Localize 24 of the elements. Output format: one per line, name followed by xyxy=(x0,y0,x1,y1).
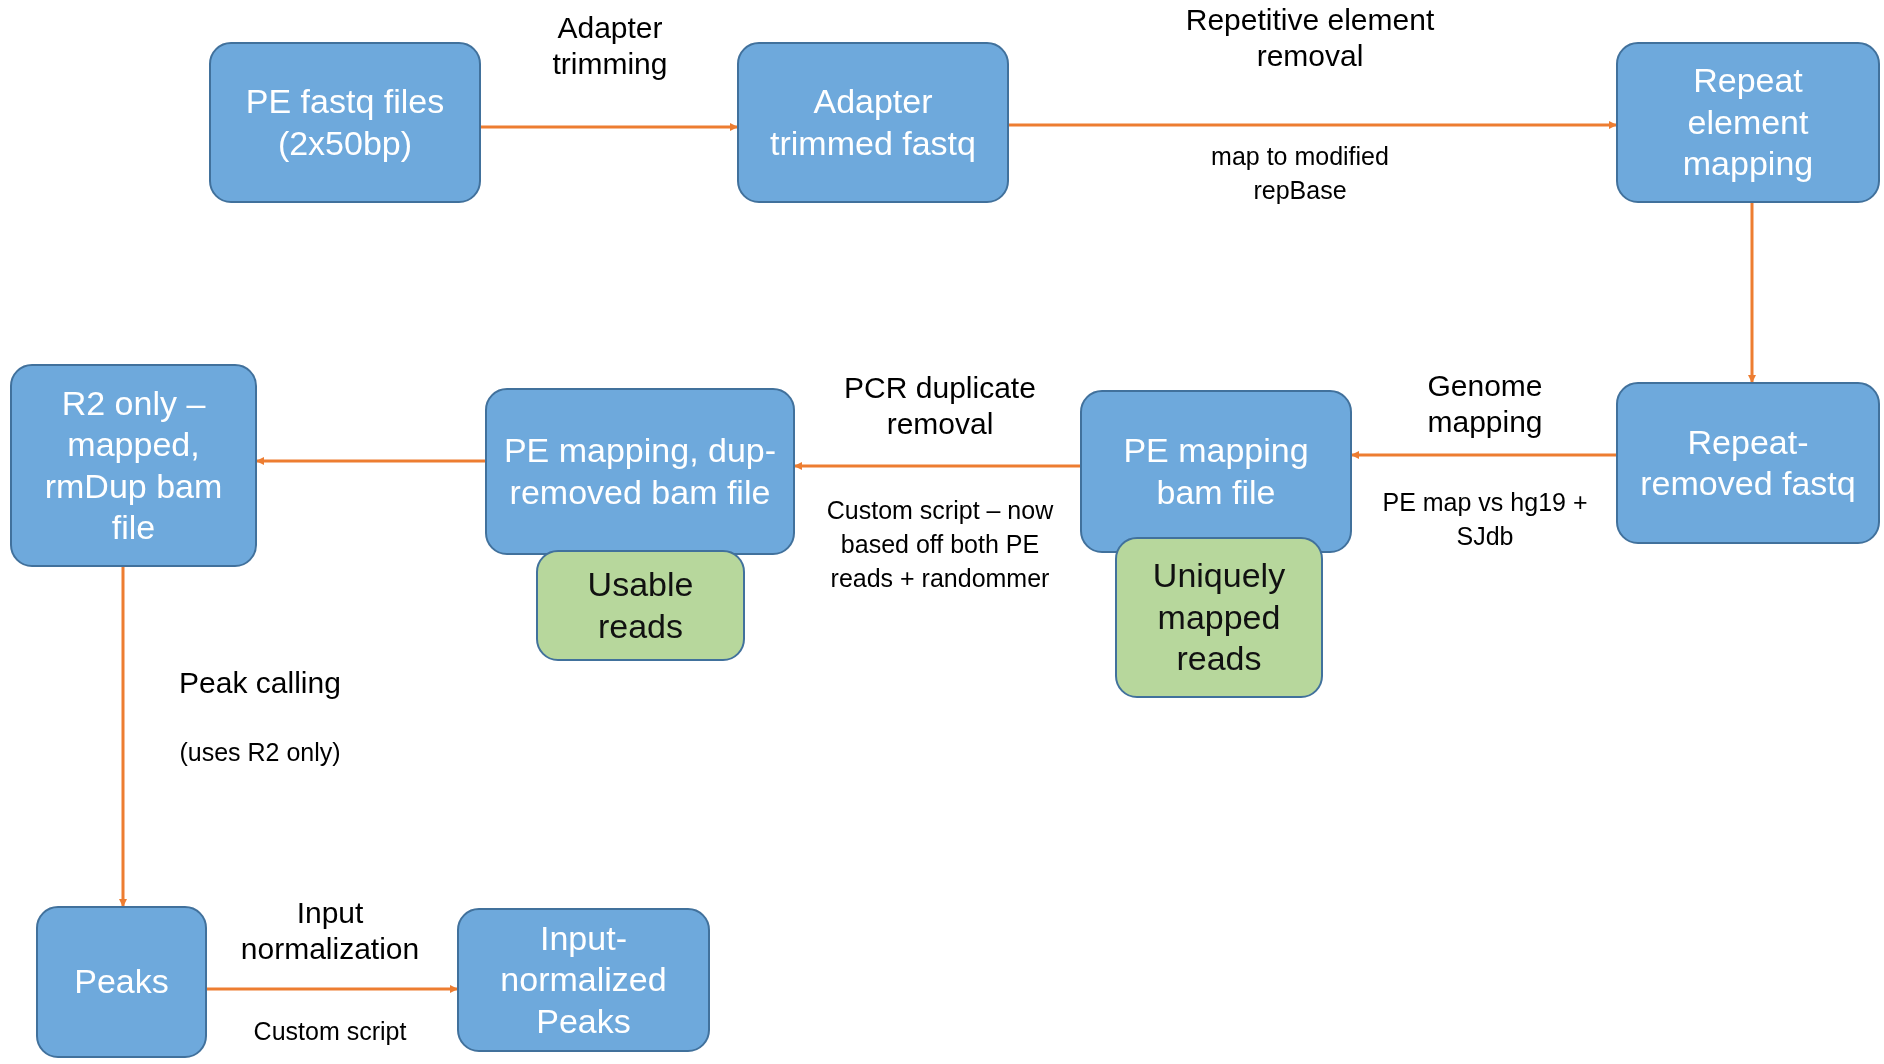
arrow xyxy=(119,567,127,907)
process-box: Repeat element mapping xyxy=(1616,42,1880,203)
note-text: (uses R2 only) xyxy=(178,737,342,768)
arrow xyxy=(1009,121,1617,129)
note-text: PE map vs hg19 + SJdb xyxy=(1381,487,1589,552)
process-box: Peaks xyxy=(36,906,207,1058)
process-box: Adapter trimmed fastq xyxy=(737,42,1009,203)
arrow xyxy=(207,985,458,993)
note-text: Custom script – now based off both PE reads + randommer xyxy=(825,495,1055,594)
arrow xyxy=(481,123,738,131)
result-box: Uniquely mapped reads xyxy=(1115,537,1323,698)
arrow xyxy=(1351,451,1616,459)
arrow xyxy=(794,462,1080,470)
note-text: Custom script xyxy=(252,1016,408,1047)
process-box: Input-normalized Peaks xyxy=(457,908,710,1052)
process-box: PE mapping, dup-removed bam file xyxy=(485,388,795,555)
process-box: R2 only – mapped, rmDup bam file xyxy=(10,364,257,567)
result-box: Usable reads xyxy=(536,550,745,661)
arrow xyxy=(256,457,485,465)
process-box: PE fastq files (2x50bp) xyxy=(209,42,481,203)
process-box: PE mapping bam file xyxy=(1080,390,1352,553)
arrow xyxy=(1748,203,1756,383)
process-box: Repeat-removed fastq xyxy=(1616,382,1880,544)
note-text: map to modified repBase xyxy=(1210,141,1390,206)
